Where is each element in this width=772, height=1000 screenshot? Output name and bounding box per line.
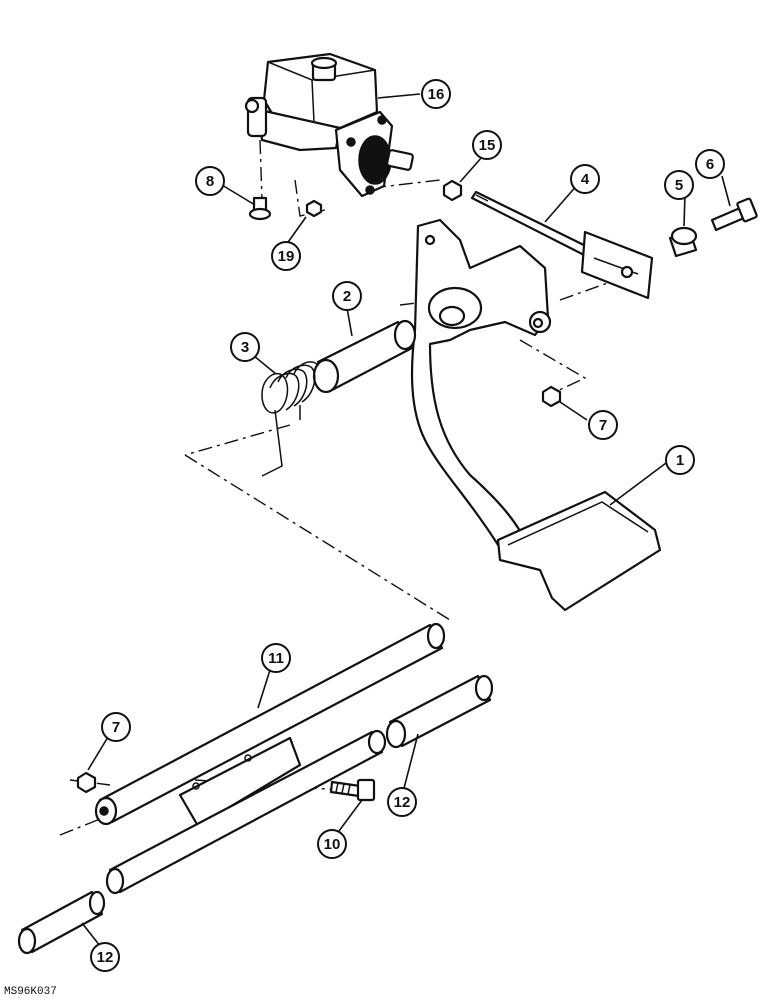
svg-text:7: 7 [599,417,607,434]
callout-19: 19 [271,241,301,271]
return-spring-3 [261,361,319,477]
bleed-bolt-8 [248,196,272,221]
callout-10: 10 [317,829,347,859]
svg-text:11: 11 [268,650,284,667]
svg-text:12: 12 [97,949,114,966]
svg-text:10: 10 [324,836,341,853]
svg-text:8: 8 [206,173,214,190]
bolt-10 [329,778,376,802]
bushing-5 [668,226,698,258]
cross-shaft-11 [94,622,446,828]
nut-19 [305,199,323,218]
push-rod-4 [470,190,654,300]
svg-text:5: 5 [675,177,683,194]
callout-1: 1 [665,445,695,475]
nut-7-upper [541,385,562,408]
master-cylinder [244,52,414,198]
bolt-6 [710,197,758,232]
callout-15: 15 [472,130,502,160]
sleeve-12-right [385,674,494,749]
svg-text:19: 19 [278,248,295,265]
svg-text:3: 3 [241,339,249,356]
svg-text:12: 12 [394,794,411,811]
callout-7-lower: 7 [101,712,131,742]
callout-12-left: 12 [90,942,120,972]
callout-4: 4 [570,164,600,194]
assembly-guide-lines [59,139,631,836]
lower-shaft [105,729,387,895]
svg-text:16: 16 [428,86,445,103]
figure-code: MS96K037 [4,986,57,998]
callout-7-upper: 7 [588,410,618,440]
svg-text:15: 15 [479,137,496,154]
callout-12-right: 12 [387,787,417,817]
callout-11: 11 [261,643,291,673]
callout-6: 6 [695,149,725,179]
nut-7-lower [76,771,97,794]
svg-text:4: 4 [581,171,590,188]
sleeve-2 [312,319,417,394]
nut-15 [442,179,463,202]
callout-5: 5 [664,170,694,200]
brake-pedal-1 [410,218,662,612]
svg-text:6: 6 [706,156,714,173]
callout-2: 2 [332,281,362,311]
sleeve-12-left [17,890,106,955]
callout-16: 16 [421,79,451,109]
svg-text:2: 2 [343,288,351,305]
callout-3: 3 [230,332,260,362]
svg-text:7: 7 [112,719,120,736]
svg-text:1: 1 [676,452,684,469]
leader-lines [81,93,731,952]
callout-8: 8 [195,166,225,196]
